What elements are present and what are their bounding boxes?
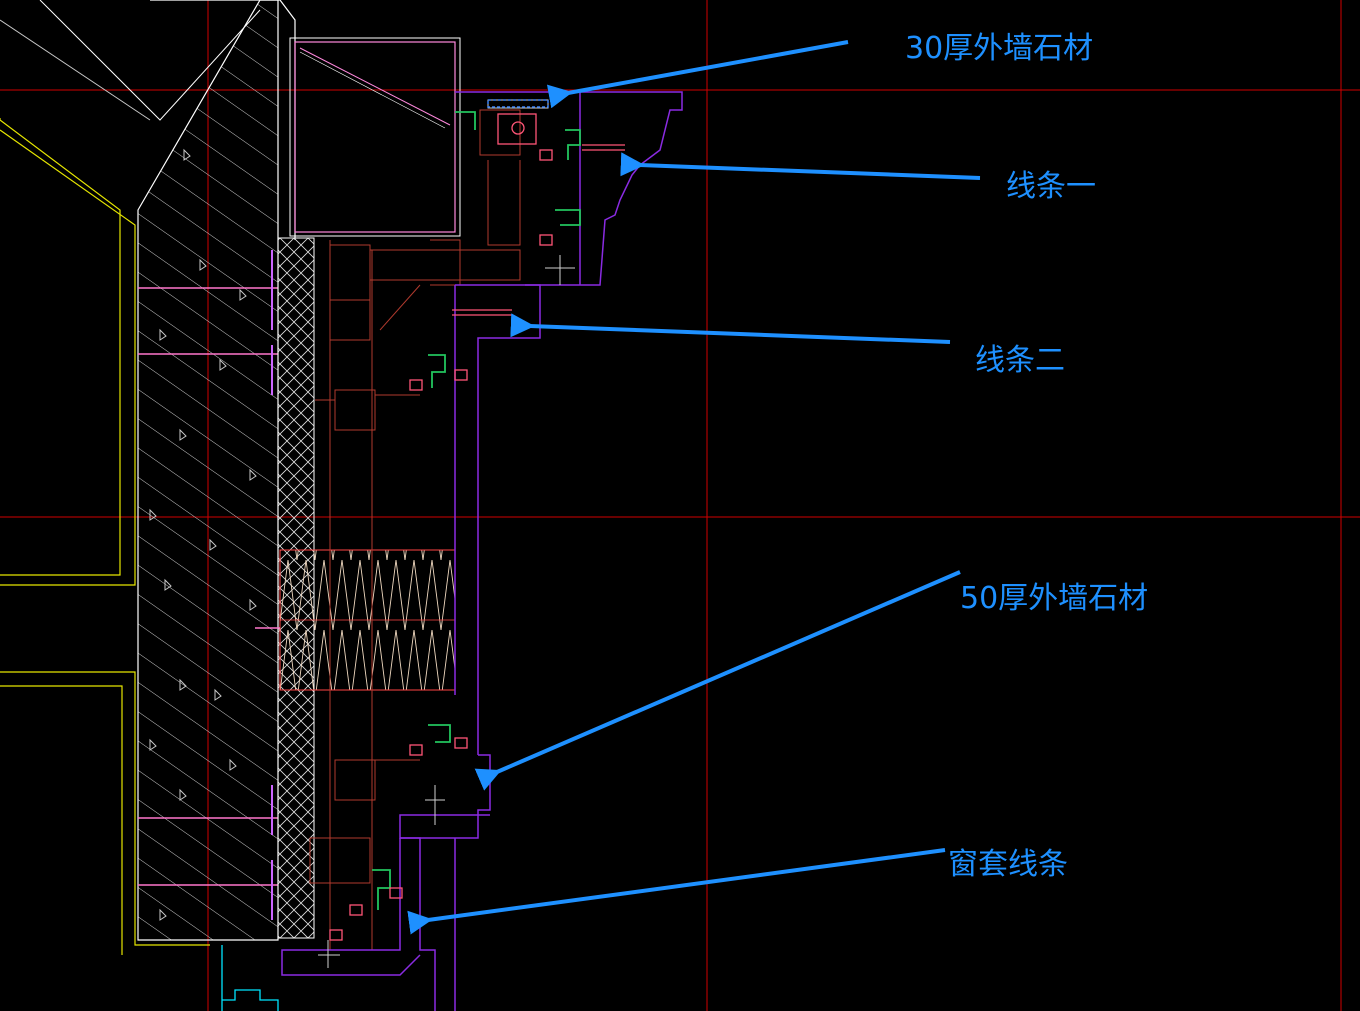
arrow-stone-50: [474, 570, 961, 791]
label-line-2: 线条二: [975, 343, 1065, 378]
arrow-line-2: [510, 313, 951, 344]
structure-outline: [0, 118, 210, 955]
annotation-labels: 30厚外墙石材 线条一 线条二 50厚外墙石材 窗套线条: [905, 31, 1148, 882]
label-stone-50: 50厚外墙石材: [960, 581, 1148, 616]
label-stone-30: 30厚外墙石材: [905, 31, 1093, 66]
annotation-arrows: [407, 40, 981, 935]
anchor-rods: [138, 287, 278, 886]
concrete-wall: [0, 0, 296, 941]
label-line-1: 线条一: [1006, 169, 1096, 204]
steel-frame: [309, 109, 521, 950]
arrow-stone-30: [546, 40, 849, 109]
top-stone-detail: [487, 99, 549, 108]
arrow-window-trim: [407, 848, 946, 935]
cyan-detail: [221, 945, 279, 1011]
bolts: [329, 113, 625, 941]
arrow-line-1: [620, 152, 981, 180]
parapet-box: [289, 37, 461, 237]
label-window-trim: 窗套线条: [948, 847, 1068, 882]
